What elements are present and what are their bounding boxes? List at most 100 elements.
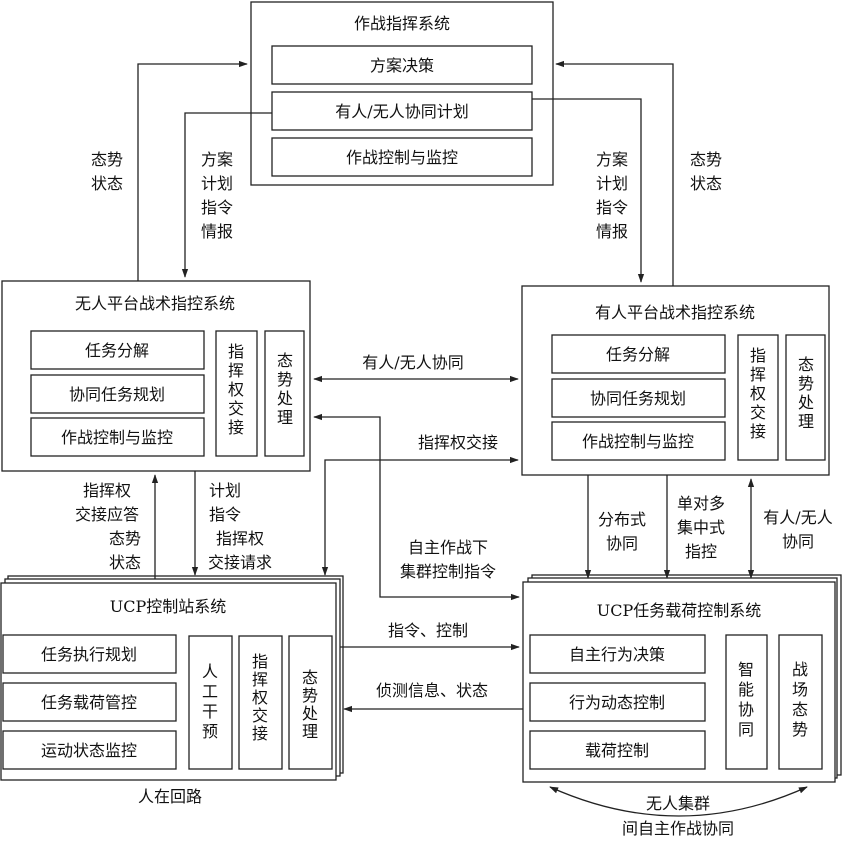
ucp-station-vertical-box	[288, 635, 333, 770]
right-plan-line: 计划	[596, 174, 628, 193]
unmanned-item-box	[30, 417, 205, 457]
manned-item-box	[551, 421, 726, 461]
ucp-payload-intelligent-label: 智能协同	[738, 660, 754, 739]
right-situation-text: 态势 状态	[690, 150, 722, 193]
single-multi-line: 指控	[685, 542, 717, 561]
command-item-box	[271, 91, 533, 131]
unmanned-item-box	[30, 374, 205, 414]
ucp-station-item-label: 运动状态监控	[41, 741, 137, 760]
manned-vertical-box	[785, 334, 826, 461]
swarm-command-line: 集群控制指令	[400, 562, 496, 581]
command-item-box	[271, 45, 533, 85]
vertical-char: 理	[798, 412, 814, 431]
unmanned-item-label: 作战控制与监控	[61, 428, 173, 447]
left-situation-line: 态势	[91, 150, 123, 169]
right-situation-line: 态势	[690, 150, 722, 169]
coop-line: 有人/无人	[763, 508, 832, 527]
vertical-char: 同	[738, 720, 754, 739]
situation-state-line: 状态	[109, 553, 141, 572]
ucp-payload-item-label: 行为动态控制	[569, 693, 665, 712]
right-plan-line: 指令	[596, 198, 628, 217]
swarm-coop-arrow	[549, 786, 808, 817]
ucp-station-intervene-label: 人工干预	[202, 662, 218, 741]
left-situation-arrow	[137, 60, 248, 281]
vertical-char: 人	[202, 662, 218, 681]
vertical-char: 指	[228, 342, 244, 361]
ucp-payload-vertical-box	[725, 634, 768, 770]
human-in-loop-caption: 人在回路	[138, 787, 202, 806]
plan-command-text: 计划 指令	[209, 481, 241, 524]
manned-item-label: 作战控制与监控	[582, 432, 694, 451]
unmanned-item-label: 任务分解	[85, 341, 149, 360]
single-multi-line: 单对多	[677, 494, 725, 513]
vertical-char: 交	[228, 399, 244, 418]
command-item-label: 作战控制与监控	[346, 148, 458, 167]
ucp-payload-item-label: 自主行为决策	[569, 645, 665, 664]
coop-text: 有人/无人 协同	[763, 508, 832, 551]
unmanned-tactical-title: 无人平台战术指控系统	[75, 294, 235, 313]
vertical-char: 场	[792, 680, 808, 699]
left-situation-text: 态势 状态	[91, 150, 123, 193]
vertical-char: 处	[302, 704, 318, 723]
ucp-station-item-box	[2, 634, 177, 674]
vertical-char: 干	[202, 702, 218, 721]
ucp-payload-title: UCP任务载荷控制系统	[597, 601, 762, 620]
right-plan-arrow	[532, 98, 645, 283]
vertical-char: 势	[277, 370, 293, 389]
vertical-char: 势	[798, 374, 814, 393]
single-multi-line: 集中式	[677, 518, 725, 537]
vertical-char: 接	[252, 724, 268, 743]
vertical-char: 接	[228, 418, 244, 437]
ucp-station-item-label: 任务载荷管控	[41, 693, 137, 712]
ucp-payload-item-box	[529, 634, 706, 674]
ucp-station-block: UCP控制站系统 任务执行规划 任务载荷管控 运动状态监控 人工干预 指挥权交接…	[0, 575, 344, 806]
left-plan-text: 方案 计划 指令 情报	[201, 150, 233, 241]
distributed-line: 分布式	[598, 510, 646, 529]
ucp-station-vertical-box	[188, 635, 233, 770]
left-plan-line: 情报	[201, 222, 233, 241]
swarm-coop-line: 间自主作战协同	[622, 819, 734, 838]
swarm-command-text: 自主作战下 集群控制指令	[400, 538, 496, 581]
ucp-payload-item-label: 载荷控制	[585, 741, 649, 760]
ucp-station-vertical-box	[238, 635, 283, 770]
left-plan-arrow	[181, 112, 272, 278]
distributed-text: 分布式 协同	[598, 510, 646, 553]
vertical-char: 理	[302, 722, 318, 741]
recon-info-label: 侦测信息、状态	[376, 681, 488, 700]
manned-item-label: 任务分解	[606, 345, 670, 364]
vertical-char: 接	[750, 422, 766, 441]
vertical-char: 智	[738, 660, 754, 679]
vertical-char: 态	[277, 351, 293, 370]
right-plan-line: 情报	[596, 222, 628, 241]
vertical-char: 能	[738, 680, 754, 699]
vertical-char: 指	[750, 346, 766, 365]
vertical-char: 挥	[228, 361, 244, 380]
handover-ack-line: 指挥权	[83, 481, 131, 500]
right-plan-text: 方案 计划 指令 情报	[596, 150, 628, 241]
vertical-char: 处	[277, 389, 293, 408]
situation-state-line: 态势	[109, 529, 141, 548]
authority-handover-label: 指挥权交接	[418, 433, 498, 452]
ucp-payload-battlefield-label: 战场态势	[792, 660, 808, 739]
ucp-station-item-box	[2, 730, 177, 770]
left-plan-line: 指令	[201, 198, 233, 217]
situation-state-text: 态势 状态	[109, 529, 141, 572]
left-situation-line: 状态	[91, 174, 123, 193]
ucp-station-handover-label: 指挥权交接	[252, 652, 268, 743]
plan-command-line: 指令	[209, 505, 241, 524]
handover-ack-text: 指挥权 交接应答	[75, 481, 139, 524]
vertical-char: 理	[277, 408, 293, 427]
ucp-station-item-box	[2, 682, 177, 722]
handover-request-text: 指挥权 交接请求	[208, 529, 272, 572]
vertical-char: 挥	[252, 670, 268, 689]
command-item-box	[271, 137, 533, 177]
vertical-char: 交	[750, 403, 766, 422]
unmanned-item-box	[30, 330, 205, 370]
manned-situation-label: 态势处理	[798, 355, 814, 431]
manned-tactical-block: 有人平台战术指控系统 任务分解 协同任务规划 作战控制与监控 指挥权交接 态势处…	[521, 285, 830, 476]
vertical-char: 预	[202, 722, 218, 741]
manned-item-box	[551, 378, 726, 418]
unmanned-tactical-block: 无人平台战术指控系统 任务分解 协同任务规划 作战控制与监控 指挥权交接 态势处…	[1, 280, 311, 472]
right-plan-line: 方案	[596, 150, 628, 169]
